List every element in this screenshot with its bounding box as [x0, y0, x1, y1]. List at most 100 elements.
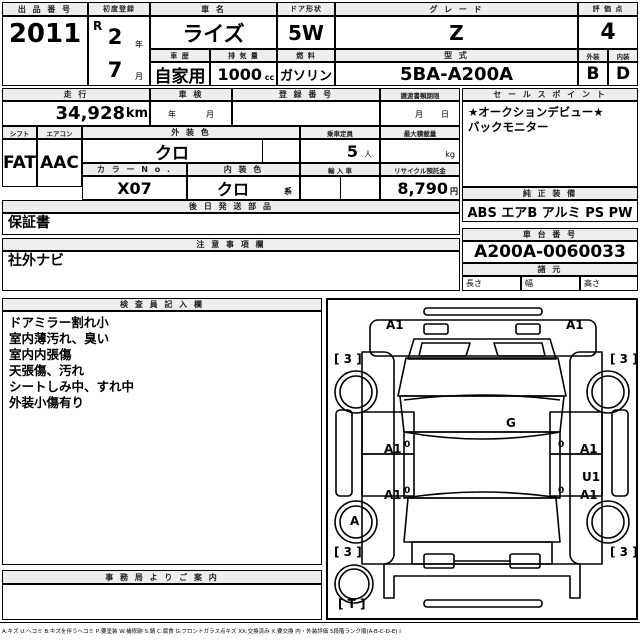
displacement-header: 排 気 量	[210, 49, 277, 62]
max-load-unit: kg	[445, 149, 455, 159]
rating-header: 評 価 点	[578, 2, 638, 16]
factory-equipment-header: 純 正 装 備	[462, 187, 638, 200]
displacement-box	[210, 62, 277, 86]
exterior-color-divider	[262, 139, 263, 163]
specs-length-label: 長さ	[466, 279, 482, 288]
car-name-value: ライズ	[182, 21, 245, 46]
diagram-mark-front-left-corner: A1	[386, 318, 404, 332]
mileage-value: 34,928	[55, 103, 125, 124]
transfer-deadline-header: 譲渡書類期限	[380, 88, 460, 101]
model-code-box	[335, 62, 578, 86]
shaken-box	[150, 101, 232, 126]
diagram-mark-right-front-bracket: [ 3 ]	[610, 352, 638, 366]
diagram-mark-right-rear-door-zero: 0	[558, 486, 565, 496]
exterior-rating-value: B	[586, 64, 600, 84]
shaken-year-unit: 年	[168, 109, 176, 119]
office-notice-box	[2, 584, 322, 620]
chassis-number-box	[462, 241, 638, 263]
capacity-header: 乗車定員	[300, 126, 380, 139]
transfer-deadline-box	[380, 101, 460, 126]
import-divider	[340, 176, 341, 200]
mileage-header: 走 行	[2, 88, 150, 101]
first-registration-month-unit: 月	[135, 71, 143, 81]
fuel-header: 燃 料	[277, 49, 335, 62]
recycle-fee-unit: 円	[450, 186, 458, 196]
interior-color-value: クロ	[216, 180, 249, 199]
transfer-deadline-day-unit: 日	[441, 109, 449, 119]
specs-height-label: 高さ	[584, 279, 600, 288]
transfer-deadline-month-unit: 月	[415, 109, 423, 119]
diagram-mark-left-front-door-zero: 0	[404, 440, 411, 450]
shift-header: シフト	[2, 126, 37, 139]
first-registration-year-unit: 年	[135, 39, 143, 49]
exterior-color-box	[82, 139, 300, 163]
shift-value: FAT	[2, 153, 37, 173]
lot-number-header: 出 品 番 号	[2, 2, 88, 16]
diagram-mark-front-right-corner: A1	[566, 318, 584, 332]
diagram-mark-right-front-door: A1	[580, 442, 598, 456]
factory-equipment-value: ABS エアB アルミ PS PW	[467, 205, 633, 221]
notes-field-box	[2, 251, 460, 291]
shaken-month-unit: 月	[206, 109, 214, 119]
model-code-header: 型 式	[335, 49, 578, 62]
diagram-mark-left-rear-bracket: [ 3 ]	[334, 545, 362, 559]
mileage-box	[2, 101, 150, 126]
color-number-header: カ ラ ー N o .	[82, 163, 187, 176]
diagram-mark-spare-tire: [ T ]	[338, 597, 366, 611]
exterior-rating-box	[578, 62, 608, 86]
fuel-value: ガソリン	[279, 68, 332, 84]
diagram-mark-roof-glass: G	[506, 416, 516, 430]
inspector-notes-line-1: ドアミラー割れ小	[9, 315, 109, 330]
later-shipped-parts-box	[2, 213, 460, 235]
later-shipped-parts-header: 後 日 発 送 部 品	[2, 200, 460, 213]
legend-text: A:キズ U:ヘコミ B:キズを伴うヘコミ P:要塗装 W:補修跡 S:錆 C:…	[2, 629, 401, 635]
lot-number-value: 2011	[8, 19, 82, 49]
door-shape-box	[277, 16, 335, 49]
rating-value: 4	[600, 20, 616, 45]
exterior-rating-header: 外装	[578, 49, 608, 62]
grade-value: Z	[449, 20, 464, 45]
office-notice-header: 事 務 局 よ り ご 案 内	[2, 570, 322, 584]
inspector-notes-line-3: 室内内張傷	[9, 347, 72, 362]
specs-width-label: 幅	[525, 279, 533, 288]
shaken-header: 車 検	[150, 88, 232, 101]
registration-number-box	[232, 101, 380, 126]
inspector-notes-line-5: シートしみ中、すれ中	[9, 379, 135, 394]
sales-point-line-1: ★オークションデビュー★	[468, 105, 604, 119]
inspector-notes-line-6: 外装小傷有り	[9, 395, 85, 410]
exterior-color-value: クロ	[155, 143, 189, 164]
interior-rating-header: 内装	[608, 49, 638, 62]
specs-header: 諸 元	[462, 263, 638, 276]
first-registration-era: R	[93, 19, 103, 33]
interior-color-suffix: 系	[284, 186, 292, 196]
diagram-mark-left-front-bracket: [ 3 ]	[334, 352, 362, 366]
diagram-mark-right-rear-bracket: [ 3 ]	[610, 545, 638, 559]
recycle-fee-value: 8,790	[397, 178, 448, 198]
capacity-value: 5	[346, 141, 358, 161]
capacity-unit: 人	[364, 149, 372, 159]
sales-point-line-2: バックモニター	[468, 120, 549, 134]
registration-number-header: 登 録 番 号	[232, 88, 380, 101]
notes-field-header: 注 意 事 項 欄	[2, 238, 460, 251]
diagram-mark-left-rear-door: A1	[384, 488, 402, 502]
car-name-header: 車 名	[150, 2, 277, 16]
exterior-color-header: 外 装 色	[82, 126, 300, 139]
shift-box	[2, 139, 37, 187]
grade-header: グ レ ー ド	[335, 2, 578, 16]
door-shape-value: 5W	[288, 20, 324, 45]
sales-point-header: セ ー ル ス ポ イ ン ト	[462, 88, 638, 101]
model-code-value: 5BA-A200A	[399, 63, 514, 85]
door-shape-header: ドア形状	[277, 2, 335, 16]
interior-rating-box	[608, 62, 638, 86]
notes-field-value: 社外ナビ	[8, 253, 64, 269]
max-load-box	[380, 139, 460, 163]
capacity-box	[300, 139, 380, 163]
specs-length-box	[462, 276, 521, 291]
car-name-box	[150, 16, 277, 49]
inspector-notes-box	[2, 311, 322, 565]
first-registration-month: 7	[107, 58, 123, 82]
aircon-header: エアコン	[37, 126, 82, 139]
usage-value: 自家用	[154, 66, 206, 87]
inspector-notes-header: 検 査 員 記 入 欄	[2, 298, 322, 311]
